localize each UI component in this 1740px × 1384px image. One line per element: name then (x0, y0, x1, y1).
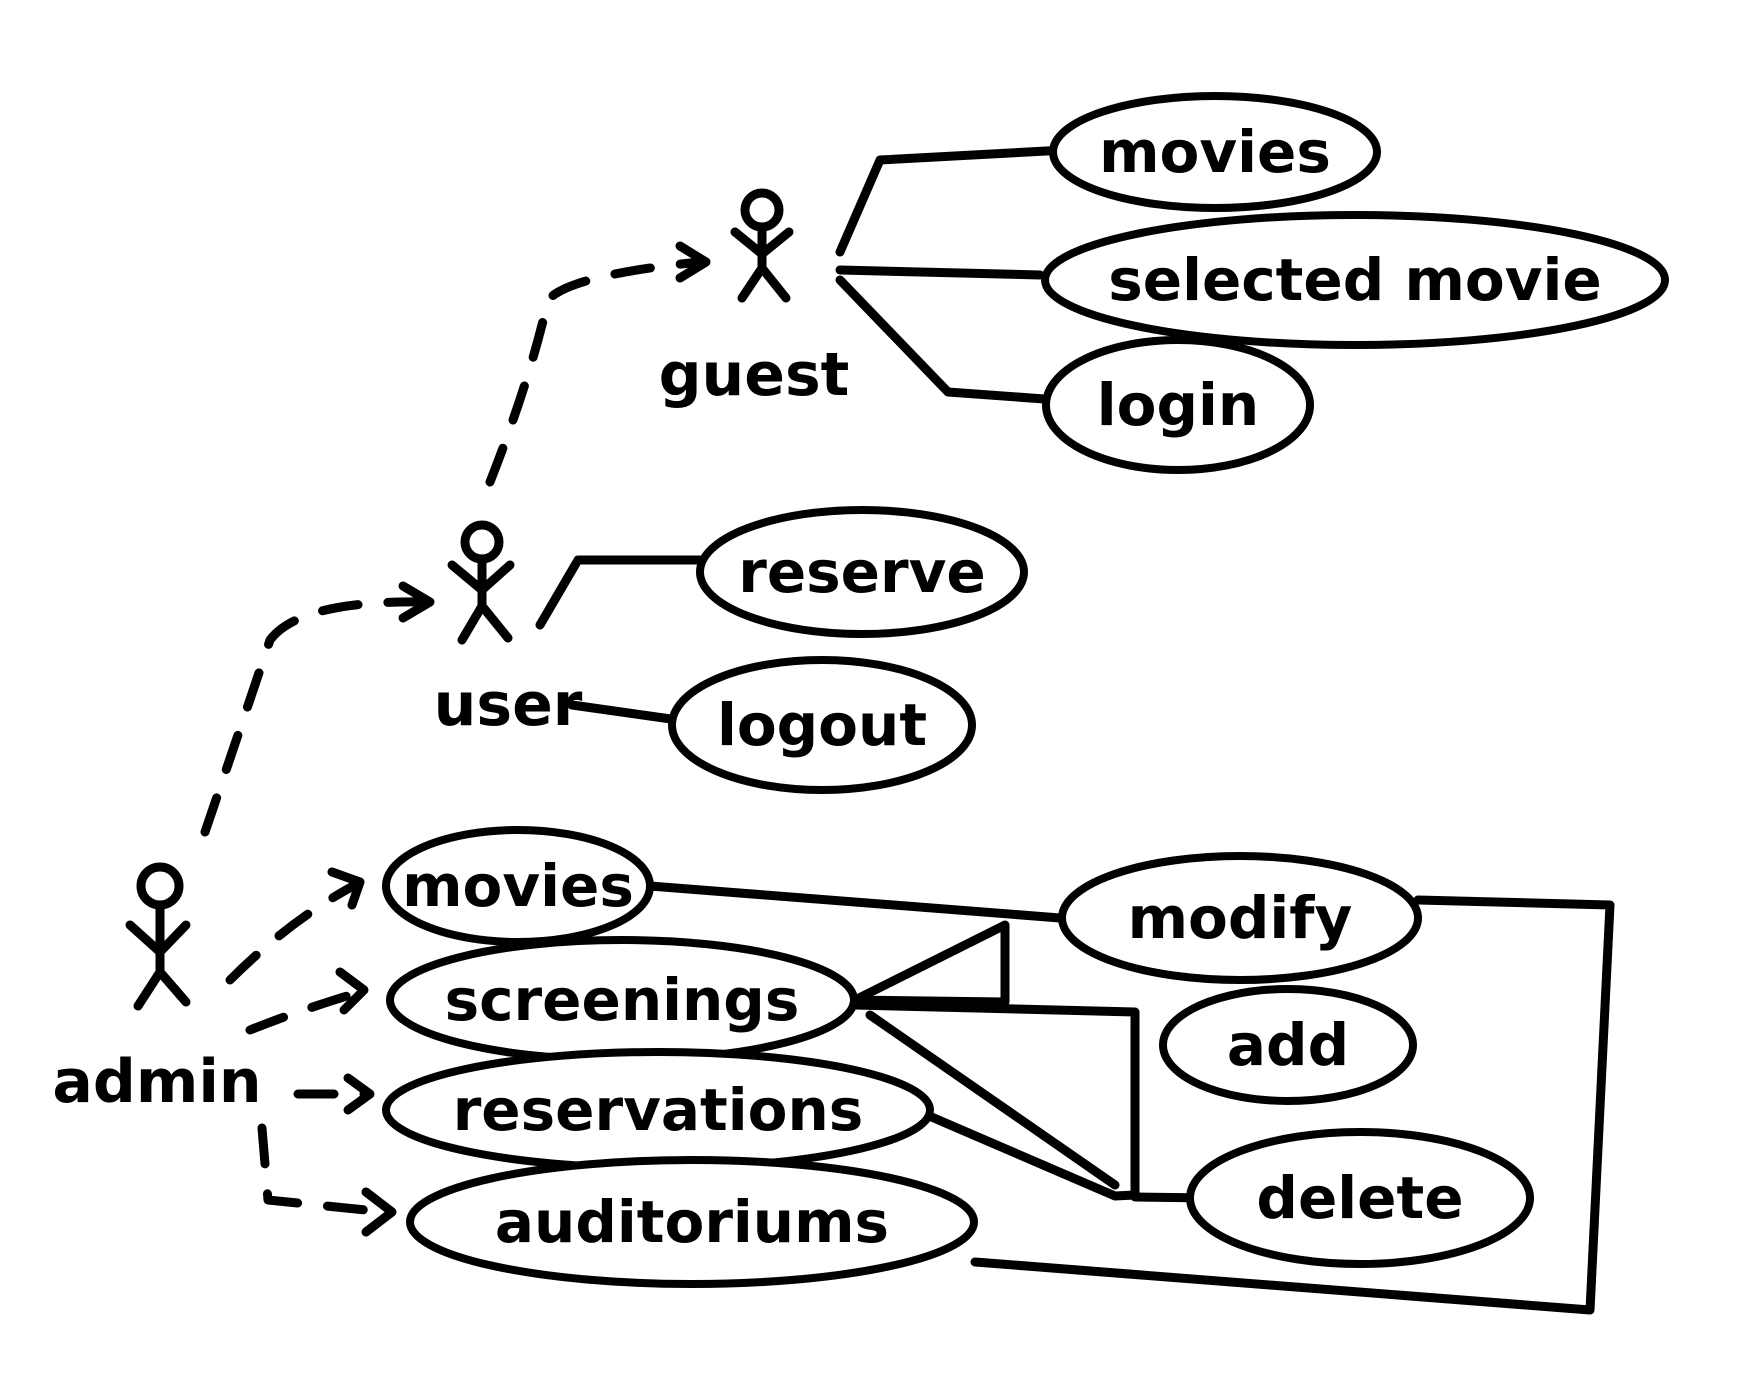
arrowhead-icon (398, 581, 435, 623)
operation-label: add (1227, 1011, 1349, 1079)
use-case-admin-screenings: screenings (386, 936, 858, 1064)
auditoriums-operations-link (970, 895, 1615, 1315)
use-case-label: selected movie (1108, 246, 1602, 314)
movies-to-modify-link (645, 881, 1065, 923)
guest-selected-movie-link (835, 265, 1045, 280)
guest-login-link (835, 275, 1063, 405)
use-case-admin-reservations: reservations (382, 1048, 934, 1172)
use-case-label: logout (717, 691, 927, 759)
stick-figure-icon (447, 520, 515, 645)
admin-to-auditoriums-arrow (257, 1123, 390, 1217)
stick-figure-icon (730, 188, 794, 303)
use-case-user-reserve: reserve (696, 506, 1028, 638)
actor-label-user: user (434, 670, 583, 740)
use-case-label: login (1097, 371, 1259, 439)
guest-movies-link (835, 145, 1070, 257)
arrowhead-icon (335, 967, 369, 1015)
use-case-label: reserve (738, 538, 986, 606)
admin-to-movies-arrow (225, 880, 360, 985)
admin-to-screenings-arrow (245, 987, 365, 1035)
use-case-guest-movies: movies (1049, 92, 1381, 212)
use-case-label: reservations (453, 1076, 864, 1144)
stick-figure-icon (125, 862, 191, 1011)
use-case-admin-auditoriums: auditoriums (406, 1156, 978, 1288)
inheritance-arrows (200, 241, 711, 1237)
use-case-guest-login: login (1042, 336, 1314, 474)
use-case-label: auditoriums (495, 1188, 889, 1256)
screenings-delete-link (865, 1010, 1120, 1190)
actor-guest: guest (659, 188, 850, 410)
arrowhead-icon (343, 1073, 375, 1115)
arrowhead-icon (675, 241, 711, 283)
operation-label: delete (1256, 1164, 1463, 1232)
user-logout-link (567, 700, 683, 725)
actor-user: user (434, 520, 583, 740)
operation-modify: modify (1058, 852, 1422, 984)
actor-label-guest: guest (659, 340, 850, 410)
actor-admin: admin (52, 862, 262, 1117)
association-lines (535, 145, 1615, 1315)
use-case-admin-movies: movies (382, 826, 654, 946)
use-case-guest-selected-movie: selected movie (1041, 211, 1669, 349)
arrowhead-icon (361, 1187, 397, 1237)
operation-label: modify (1128, 884, 1353, 952)
arrowhead-icon (327, 867, 365, 910)
use-case-label: screenings (445, 966, 800, 1034)
admin-to-user-arrow (200, 597, 430, 837)
use-case-label: movies (402, 852, 634, 920)
operation-add: add (1159, 985, 1417, 1105)
screenings-modify-link (850, 920, 1010, 1007)
user-to-guest-arrow (485, 257, 705, 487)
use-case-label: movies (1099, 118, 1331, 186)
operation-delete: delete (1186, 1128, 1534, 1268)
use-case-user-logout: logout (668, 656, 976, 794)
user-reserve-link (535, 555, 705, 630)
actor-label-admin: admin (52, 1047, 261, 1117)
